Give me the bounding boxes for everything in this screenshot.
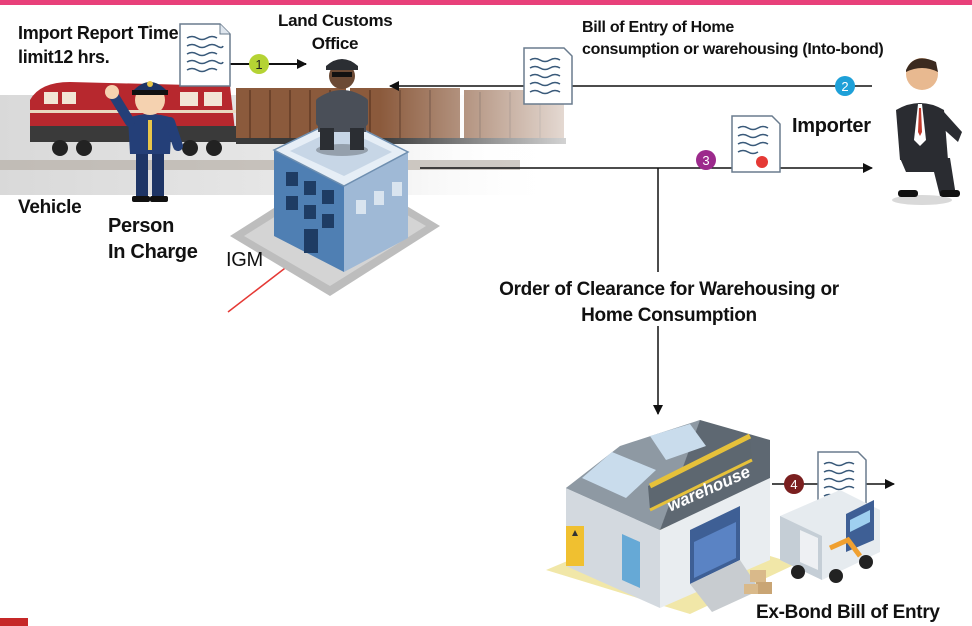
- step-badge-1: 1: [249, 54, 269, 74]
- top-accent-bar: [0, 0, 972, 5]
- guard-icon: [316, 59, 368, 156]
- truck-icon: [780, 490, 880, 583]
- corner-accent: [0, 618, 28, 626]
- document-icon: [523, 47, 573, 105]
- ex-bond-bill-of-entry-label: Ex-Bond Bill of Entry: [756, 602, 940, 623]
- person-in-charge-label-line1: Person: [108, 215, 175, 237]
- document-icon: [731, 115, 781, 173]
- land-customs-office-label-line1: Land Customs: [278, 11, 393, 30]
- step-number: 2: [841, 79, 848, 94]
- order-of-clearance-label-line1: Order of Clearance for Warehousing or: [499, 279, 839, 300]
- order-of-clearance-label-line2: Home Consumption: [581, 305, 757, 326]
- businessman-icon: [892, 58, 962, 205]
- import-report-time-label: Import Report Time: [18, 23, 179, 43]
- bill-of-entry-label-line2: consumption or warehousing (Into-bond): [582, 41, 884, 58]
- step-number: 1: [255, 57, 262, 72]
- importer-label: Importer: [792, 115, 871, 137]
- vehicle-label: Vehicle: [18, 197, 82, 218]
- police-officer-icon: [105, 81, 183, 202]
- land-customs-office-label-line2: Office: [311, 34, 359, 53]
- step-badge-4: 4: [784, 474, 804, 494]
- warehouse-icon: warehouse: [546, 420, 796, 614]
- step-number: 3: [702, 153, 709, 168]
- person-in-charge-label-line2: In Charge: [108, 241, 198, 263]
- step-badge-2: 2: [835, 76, 855, 96]
- bill-of-entry-label-line1: Bill of Entry of Home: [582, 19, 734, 36]
- igm-label: IGM: [226, 249, 263, 271]
- step-badge-3: 3: [696, 150, 716, 170]
- building-icon: [230, 117, 440, 296]
- step-number: 4: [790, 477, 797, 492]
- document-icon: [179, 23, 231, 87]
- time-limit-label: limit12 hrs.: [18, 47, 110, 67]
